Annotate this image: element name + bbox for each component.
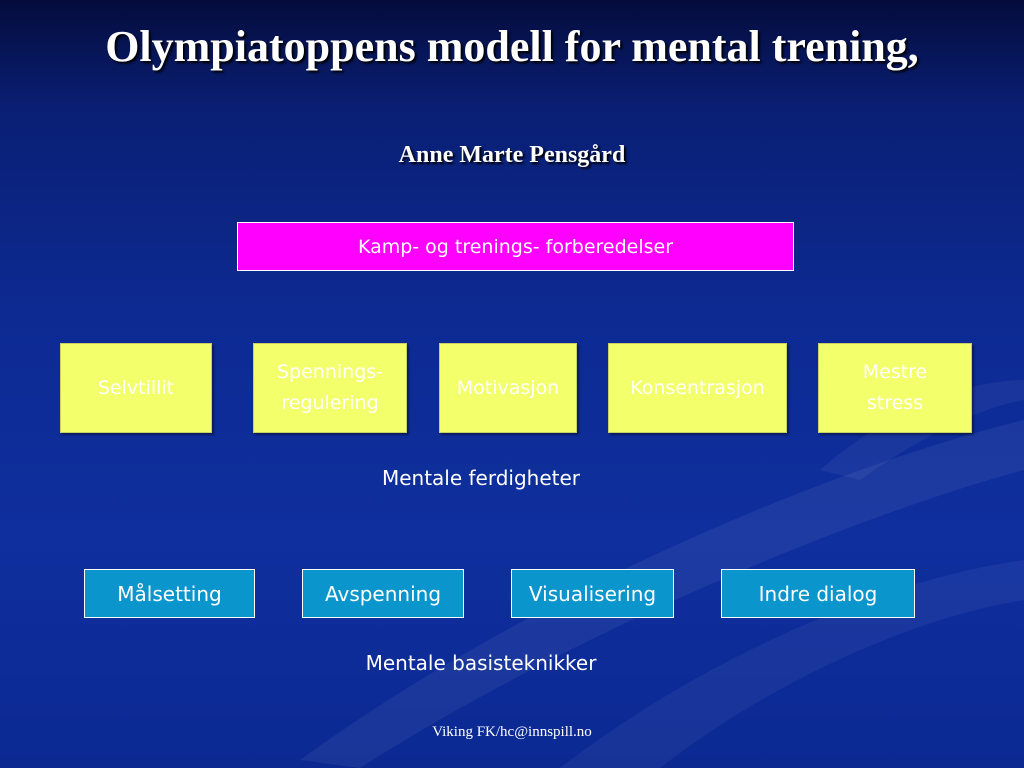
slide-subtitle: Anne Marte Pensgård [398, 142, 626, 168]
skill-box-konsentrasjon: Konsentrasjon [608, 343, 787, 433]
technique-box-malsetting: Målsetting [84, 569, 255, 618]
skills-caption: Mentale ferdigheter [381, 466, 581, 490]
top-box-kamp-forberedelser: Kamp- og trenings- forberedelser [237, 222, 794, 271]
skill-label: Mestre stress [862, 361, 928, 414]
slide-title: Olympiatoppens modell for mental trening… [105, 22, 919, 71]
skill-box-spenningsregulering: Spennings- regulering [253, 343, 407, 433]
footer-text: Viking FK/hc@innspill.no [432, 724, 592, 740]
skill-label: Motivasjon [456, 376, 560, 399]
technique-box-avspenning: Avspenning [302, 569, 464, 618]
skill-label: Selvtillit [97, 376, 175, 399]
skill-label: Spennings- regulering [276, 361, 384, 414]
technique-box-indre-dialog: Indre dialog [721, 569, 915, 618]
skill-box-selvtillit: Selvtillit [60, 343, 212, 433]
technique-label: Målsetting [117, 581, 222, 606]
technique-label: Indre dialog [758, 581, 878, 606]
skill-box-motivasjon: Motivasjon [439, 343, 577, 433]
technique-label: Visualisering [528, 581, 657, 606]
skill-box-mestre-stress: Mestre stress [818, 343, 972, 433]
skill-label: Konsentrasjon [630, 376, 765, 399]
technique-box-visualisering: Visualisering [511, 569, 674, 618]
technique-label: Avspenning [324, 581, 442, 606]
techniques-caption: Mentale basisteknikker [365, 651, 597, 675]
